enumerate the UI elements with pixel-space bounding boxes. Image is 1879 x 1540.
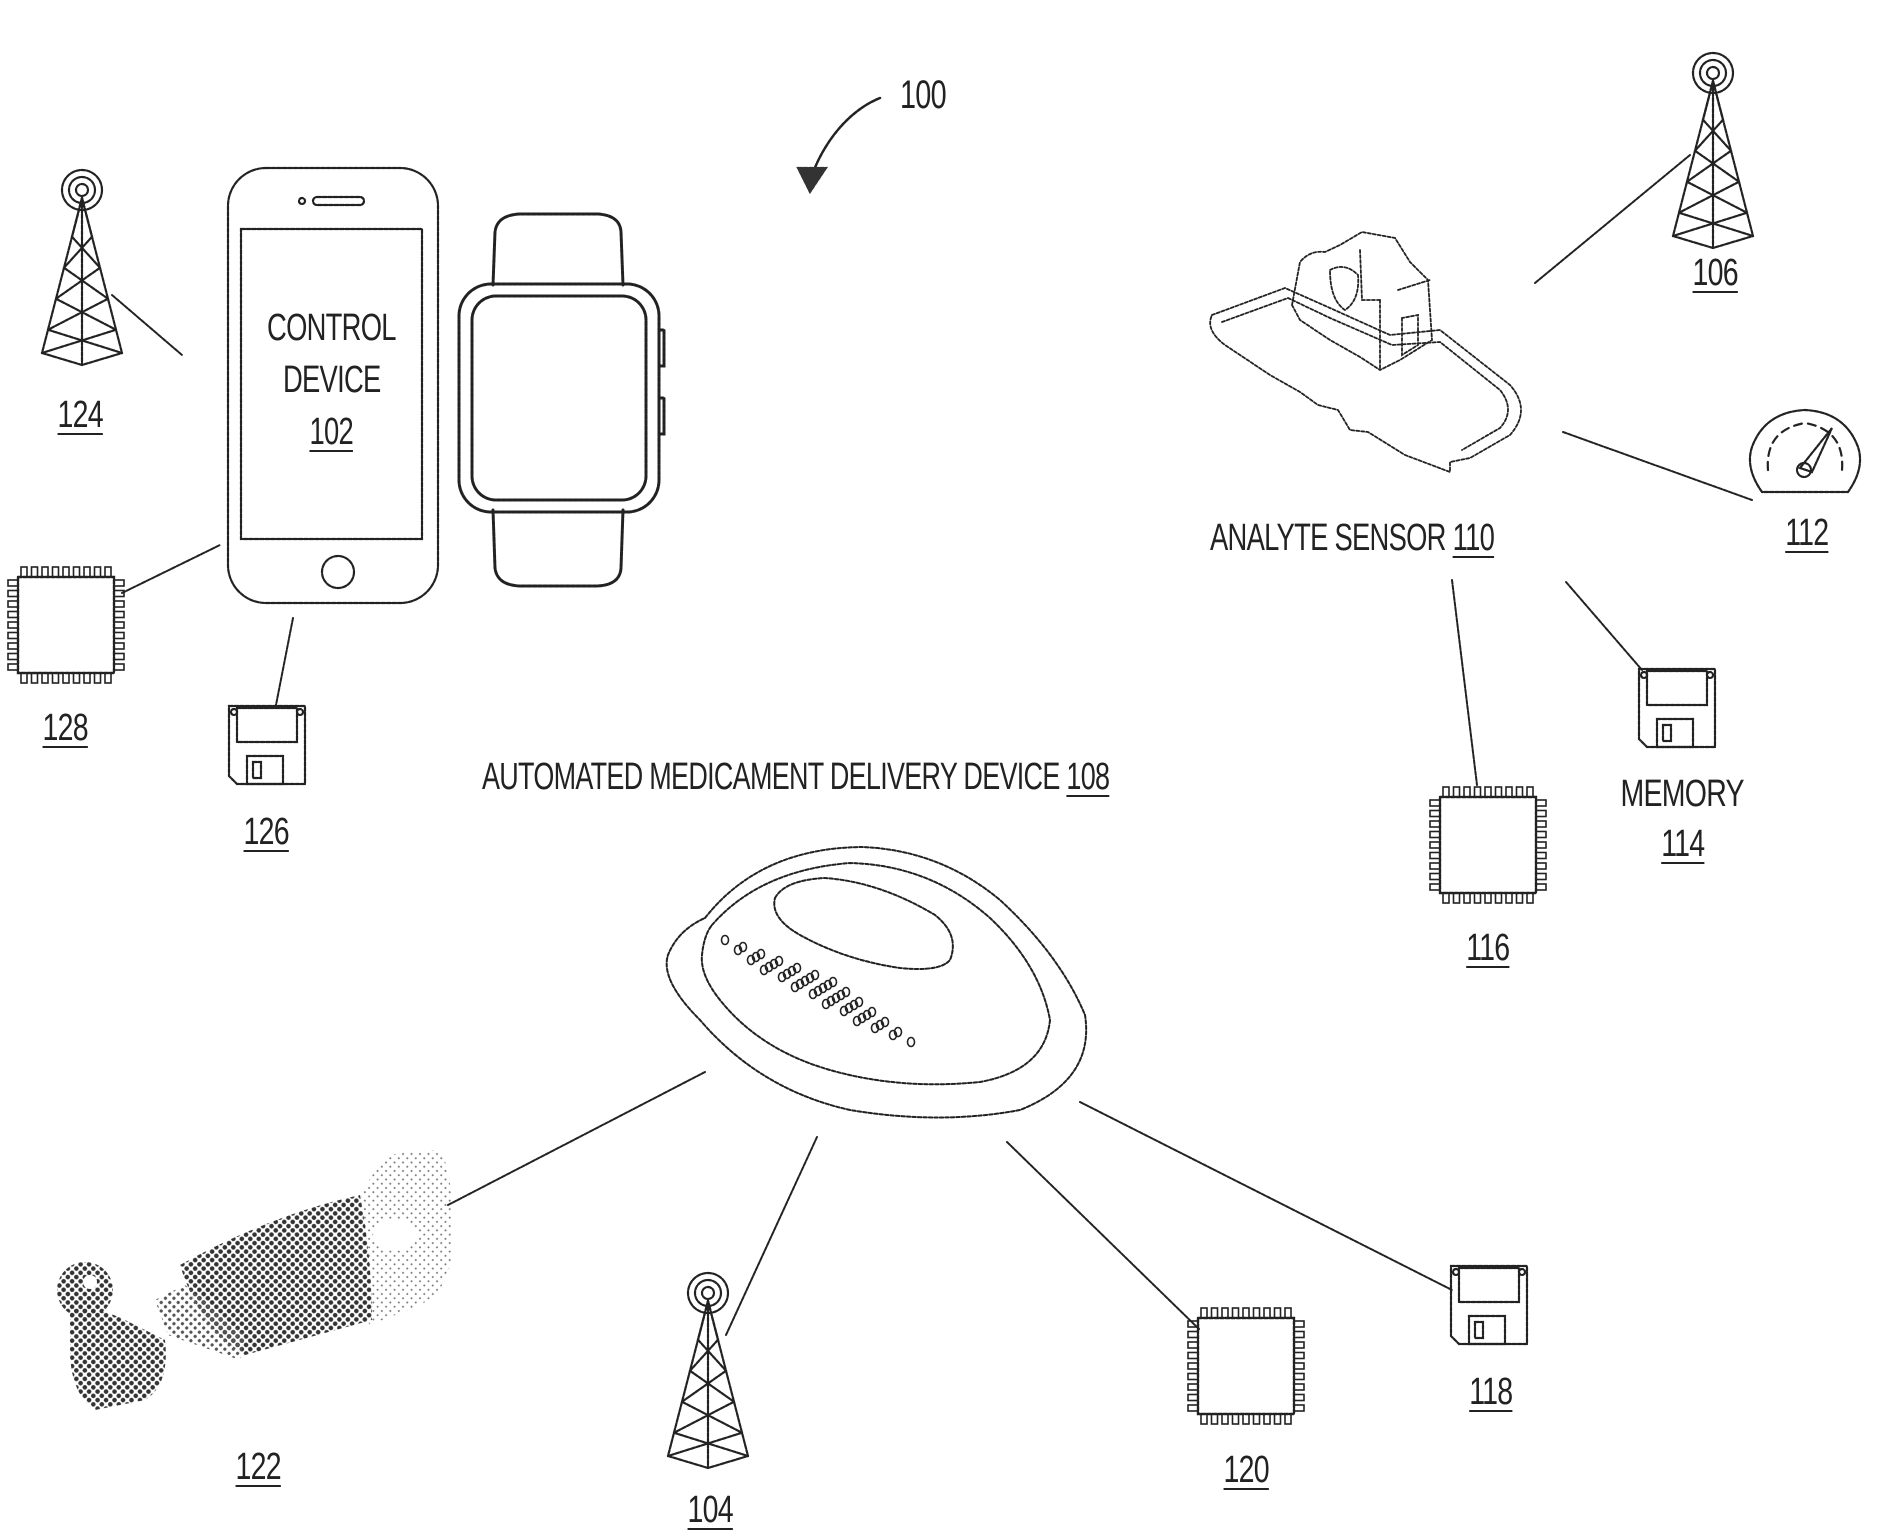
delivery-device-ref: 108 <box>1066 756 1110 798</box>
pump-vent-holes <box>720 934 916 1048</box>
smartwatch-icon <box>457 212 666 588</box>
connector-112 <box>1562 431 1753 501</box>
delivery-device-icon <box>665 845 1088 1119</box>
connector-116 <box>1451 579 1478 786</box>
connector-128 <box>121 544 221 594</box>
memory-label: MEMORY 114 <box>1600 774 1765 864</box>
memory-text: MEMORY <box>1620 773 1745 815</box>
ref-label-128: 128 <box>42 707 88 749</box>
reference-arrow <box>796 96 882 195</box>
control-device-line2: DEVICE <box>282 359 381 401</box>
connector-118 <box>1079 1101 1453 1291</box>
control-device-line1: CONTROL <box>267 307 396 349</box>
analyte-sensor-text: ANALYTE SENSOR <box>1210 517 1446 559</box>
cell-tower-icon <box>1671 51 1755 250</box>
ref-label-106: 106 <box>1692 252 1738 294</box>
floppy-disk-icon <box>227 704 307 786</box>
connector-124 <box>111 294 183 356</box>
delivery-device-text: AUTOMATED MEDICAMENT DELIVERY DEVICE <box>482 756 1060 798</box>
ref-label-118: 118 <box>1469 1371 1513 1413</box>
figure-reference-label: 100 <box>900 73 947 117</box>
processor-chip-icon <box>1429 786 1547 904</box>
analyte-sensor-icon <box>1209 231 1522 474</box>
cartridge-icon <box>57 1150 453 1410</box>
connector-120 <box>1006 1141 1201 1331</box>
processor-chip-icon <box>7 566 125 684</box>
phone-icon <box>226 166 440 605</box>
ref-label-126: 126 <box>243 811 289 853</box>
connector-lines <box>111 154 1753 1336</box>
ref-label-104: 104 <box>687 1489 733 1531</box>
ref-label-112: 112 <box>1785 512 1829 554</box>
ref-label-124: 124 <box>57 394 103 436</box>
control-device-label: CONTROL DEVICE 102 <box>241 308 422 452</box>
analyte-sensor-label: ANALYTE SENSOR 110 <box>1210 518 1605 558</box>
control-device-ref: 102 <box>309 411 354 453</box>
connector-126 <box>275 617 294 706</box>
cell-tower-icon <box>666 1271 750 1470</box>
delivery-device-label: AUTOMATED MEDICAMENT DELIVERY DEVICE 108 <box>482 757 1366 797</box>
ref-label-120: 120 <box>1223 1449 1269 1491</box>
connector-114 <box>1565 581 1643 671</box>
ref-label-122: 122 <box>235 1446 281 1488</box>
processor-chip-icon <box>1187 1307 1305 1425</box>
gauge-icon <box>1748 408 1862 494</box>
floppy-disk-icon <box>1449 1264 1529 1346</box>
connector-122 <box>447 1071 706 1206</box>
connector-104 <box>725 1136 818 1336</box>
analyte-sensor-ref: 110 <box>1452 517 1495 559</box>
floppy-disk-icon <box>1637 667 1717 749</box>
ref-label-116: 116 <box>1466 927 1510 969</box>
cell-tower-icon <box>40 168 124 367</box>
memory-ref: 114 <box>1660 823 1705 865</box>
connector-106 <box>1534 154 1691 284</box>
